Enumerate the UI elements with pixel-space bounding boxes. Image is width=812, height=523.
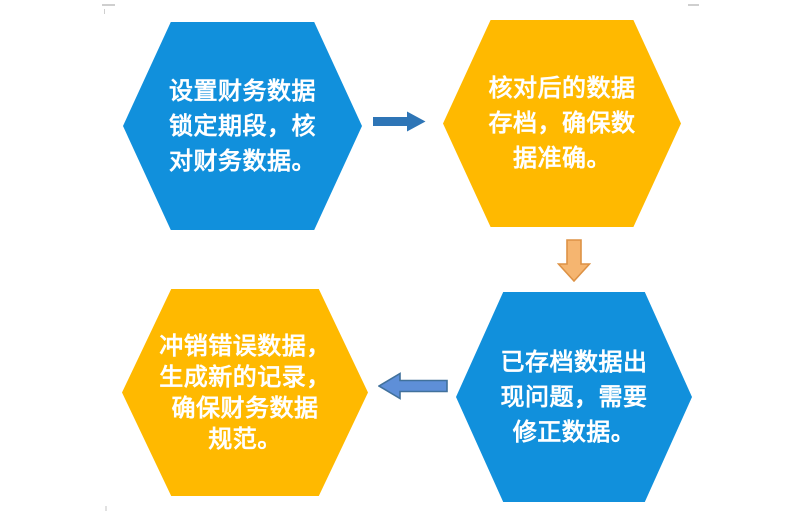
hexagon-step-2-label: 核对后的数据 存档，确保数 据准确。 <box>488 75 636 172</box>
hexagon-step-1-label: 设置财务数据 锁定期段，核 对财务数据。 <box>169 77 316 175</box>
hexagon-step-4: 冲销错误数据， 生成新的记录， 确保财务数据 规范。 <box>122 289 368 496</box>
hexagon-step-2: 核对后的数据 存档，确保数 据准确。 <box>443 20 681 227</box>
flow-arrow-down-icon <box>557 239 591 282</box>
stray-mark <box>688 4 699 6</box>
flow-arrow-down-shape <box>557 239 591 282</box>
stray-mark <box>105 506 107 511</box>
flow-arrow-left-shape <box>378 372 448 400</box>
stray-mark <box>104 9 105 14</box>
hexagon-step-3-label: 已存档数据出 现问题，需要 修正数据。 <box>500 348 648 446</box>
hexagon-step-3: 已存档数据出 现问题，需要 修正数据。 <box>456 292 692 502</box>
flow-arrow-right-icon <box>373 111 426 132</box>
hexagon-step-4-label: 冲销错误数据， 生成新的记录， 确保财务数据 规范。 <box>159 332 331 453</box>
flow-arrow-right-shape <box>373 111 426 132</box>
stray-mark <box>102 4 115 6</box>
hexagon-step-1: 设置财务数据 锁定期段，核 对财务数据。 <box>123 22 362 230</box>
flow-arrow-left-icon <box>378 372 448 400</box>
